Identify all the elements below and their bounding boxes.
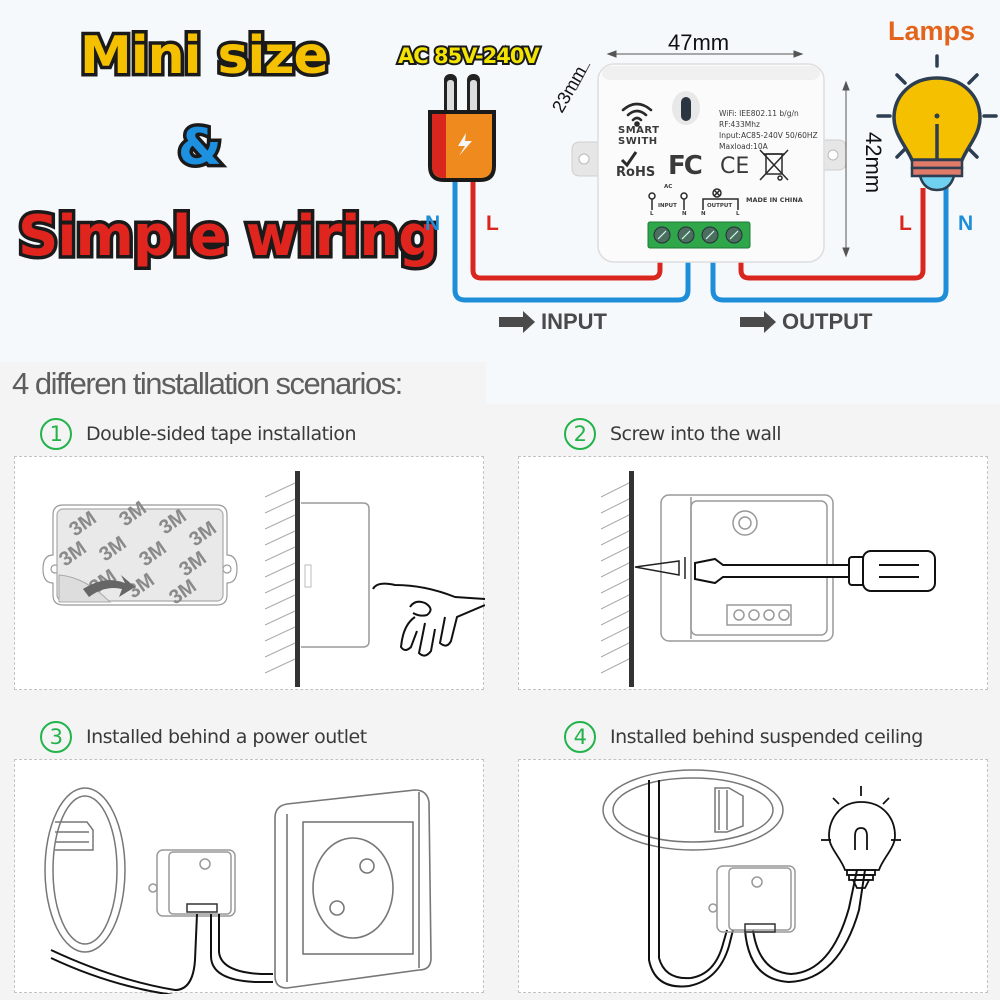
- ceiling-hole-icon: [602, 769, 784, 851]
- fc-mark: FC: [668, 151, 703, 181]
- lamp-bulb-icon: [876, 54, 998, 192]
- scenario-3-heading: 3 Installed behind a power outlet: [40, 721, 367, 753]
- scenario-2-heading: 2 Screw into the wall: [564, 418, 782, 450]
- scenario-1-illustration: 3M 3M 3M 3M 3M 3M 3M 3M 3M 3M 3M: [14, 456, 485, 690]
- device-outline-icon: [148, 849, 236, 917]
- output-neutral-label: N: [958, 212, 974, 235]
- cable-icon: [50, 913, 273, 994]
- wall-icon: [264, 471, 300, 687]
- scenario-4-illustration: [518, 759, 988, 993]
- scenarios-title-bg: [0, 362, 486, 404]
- input-flow-label: INPUT: [499, 309, 607, 335]
- screwdriver-icon: [694, 550, 936, 592]
- input-neutral-label: N: [425, 212, 441, 235]
- wall-hole-icon: [44, 787, 126, 953]
- headline-simple-wiring: Simple wiring: [14, 201, 441, 273]
- number-badge: 3: [40, 721, 72, 753]
- output-neutral-wire: [710, 188, 949, 303]
- output-live-wire: [738, 188, 926, 281]
- voltage-label: AC 85V-240V: [396, 42, 542, 70]
- terminal-input-label: INPUT: [658, 203, 677, 209]
- scenario-4-heading: 4 Installed behind suspended ceiling: [564, 721, 923, 753]
- arrow-right-icon: [499, 311, 535, 333]
- hand-icon: [372, 582, 485, 657]
- number-badge: 4: [564, 721, 596, 753]
- plug-icon: [428, 74, 496, 182]
- headline-ampersand: &: [175, 115, 226, 180]
- input-neutral-wire: [452, 180, 691, 303]
- height-dimension: 42mm: [861, 132, 886, 194]
- scenario-2-illustration: [518, 456, 988, 690]
- rohs-check-icon: [620, 151, 638, 168]
- tape-device-icon: [42, 504, 238, 606]
- screw-icon: [634, 557, 686, 579]
- arrow-right-icon: [740, 311, 776, 333]
- output-live-label: L: [899, 212, 912, 235]
- terminal-ac-label: AC: [664, 184, 673, 190]
- lamps-label: Lamps: [888, 16, 976, 46]
- input-live-wire: [470, 180, 663, 281]
- rohs-mark: RoHS: [616, 165, 656, 180]
- input-live-label: L: [486, 212, 499, 235]
- wall-icon: [600, 471, 634, 687]
- mounted-device-icon: [301, 502, 370, 648]
- peel-arrow-icon: [83, 575, 135, 597]
- device-outline-icon: [708, 865, 796, 933]
- scenario-3-illustration: [14, 759, 484, 994]
- scenarios-title: 4 differen tinstallation scenarios:: [12, 366, 403, 401]
- terminal-block: [647, 221, 751, 249]
- ce-mark: CE: [720, 154, 750, 179]
- power-outlet-icon: [274, 789, 432, 989]
- headline-mini-size: Mini size: [77, 23, 333, 90]
- device-brand: SMART SWITH: [618, 125, 660, 147]
- light-bulb-icon: [821, 786, 901, 889]
- number-badge: 2: [564, 418, 596, 450]
- made-in-label: MADE IN CHINA: [746, 196, 803, 204]
- hero-section: Mini size & Simple wiring AC 85V-240V 47…: [0, 0, 1000, 362]
- weee-bin-icon: [759, 149, 789, 181]
- number-badge: 1: [40, 418, 72, 450]
- cable-icon: [648, 780, 866, 988]
- smart-switch-device: [571, 63, 847, 263]
- device-specs: WiFi: IEE802.11 b/g/n RF:433Mhz Input:AC…: [719, 109, 818, 151]
- terminal-output-label: OUTPUT: [707, 203, 733, 209]
- wiring-diagram: [428, 50, 998, 303]
- width-dimension: 47mm: [668, 30, 730, 55]
- lightning-icon: [458, 133, 472, 156]
- wifi-icon: [621, 102, 653, 127]
- scenario-1-heading: 1 Double-sided tape installation: [40, 418, 357, 450]
- lamp-symbol-icon: [712, 188, 722, 198]
- output-flow-label: OUTPUT: [740, 309, 872, 335]
- dimension-arrows: [575, 50, 850, 258]
